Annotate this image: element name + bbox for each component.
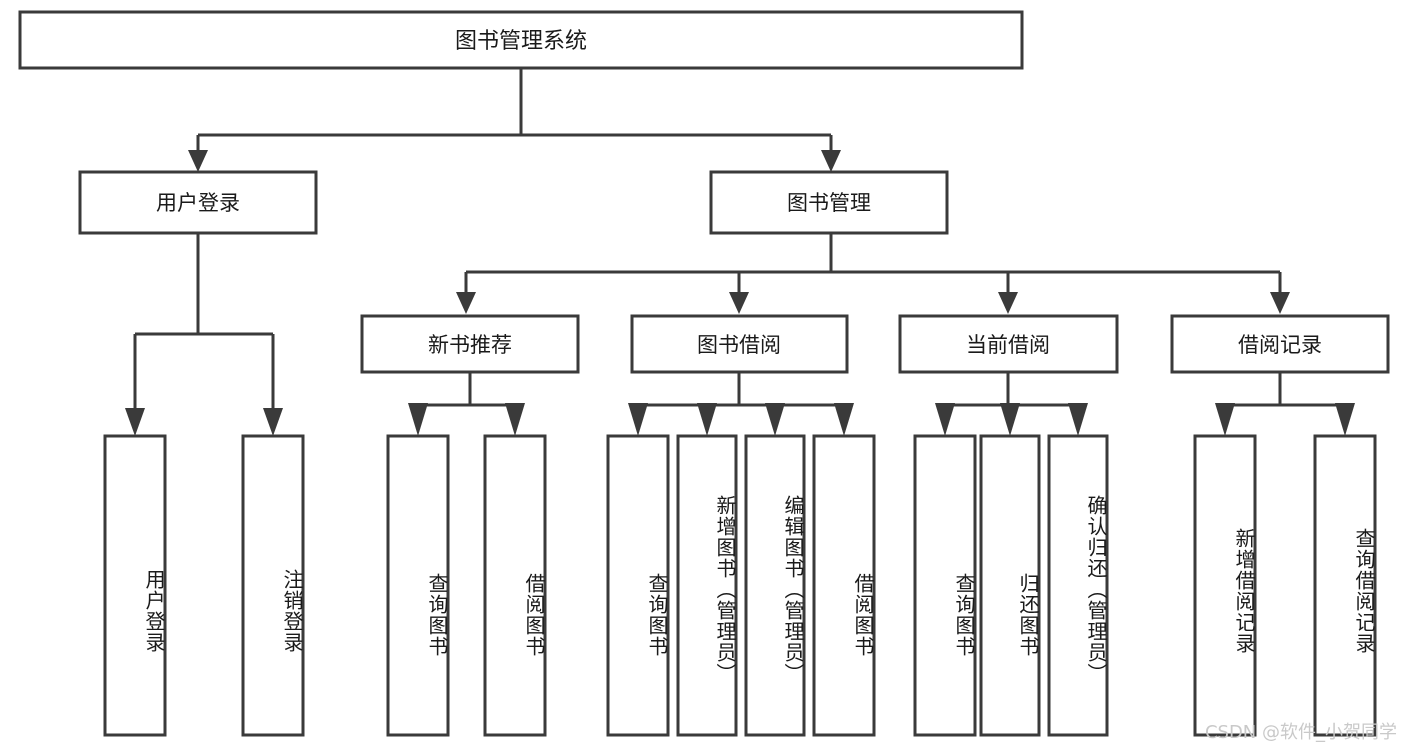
node-current-borrow[interactable]: [898, 314, 1119, 374]
node-book-borrow[interactable]: [630, 314, 849, 374]
node-new-book-recommend[interactable]: [360, 314, 580, 374]
node-leaf-edit-book[interactable]: [744, 434, 806, 737]
node-leaf-add-record[interactable]: [1193, 434, 1257, 737]
arrowhead-leaf-add-book: [697, 403, 717, 436]
watermark-text: CSDN @软件_小贺同学: [1204, 722, 1397, 743]
arrowhead-leaf-query-book-2: [628, 403, 648, 436]
node-leaf-borrow-book-1[interactable]: [483, 434, 547, 737]
node-leaf-query-book-1[interactable]: [386, 434, 450, 737]
arrowhead-leaf-user-logout: [263, 408, 283, 436]
node-leaf-add-book[interactable]: [676, 434, 738, 737]
node-user-login[interactable]: [78, 170, 318, 235]
arrowhead-leaf-return-book: [1000, 403, 1020, 436]
arrowhead-leaf-user-login: [125, 408, 145, 436]
arrowhead-leaf-add-record: [1215, 403, 1235, 436]
label-book-borrow: 图书借阅: [697, 333, 781, 357]
node-leaf-query-record[interactable]: [1313, 434, 1377, 737]
label-new-book-recommend: 新书推荐: [428, 333, 512, 357]
label-book-manage: 图书管理: [787, 191, 871, 215]
node-leaf-return-book[interactable]: [979, 434, 1041, 737]
arrowhead-leaf-edit-book: [765, 403, 785, 436]
node-borrow-record[interactable]: [1170, 314, 1390, 374]
arrowhead-leaf-query-book-3: [935, 403, 955, 436]
arrowhead-leaf-confirm-return: [1068, 403, 1088, 436]
arrowhead-user-login: [188, 150, 208, 172]
node-leaf-query-book-3[interactable]: [913, 434, 977, 737]
arrowhead-current-borrow: [998, 292, 1018, 314]
nodes-layer: [18, 10, 1390, 737]
horizontal-labels-layer: 图书管理系统 用户登录 图书管理 新书推荐 图书借阅 当前借阅 借阅记录: [156, 29, 1322, 357]
node-root[interactable]: [18, 10, 1024, 70]
arrowhead-book-manage: [821, 150, 841, 172]
node-leaf-borrow-book-2[interactable]: [812, 434, 876, 737]
arrowhead-borrow-record: [1270, 292, 1290, 314]
label-root: 图书管理系统: [455, 29, 587, 54]
node-book-manage[interactable]: [709, 170, 949, 235]
arrowhead-leaf-query-book-1: [408, 403, 428, 436]
arrowhead-book-borrow: [729, 292, 749, 314]
arrowheads-layer: [125, 150, 1355, 436]
node-leaf-query-book-2[interactable]: [606, 434, 670, 737]
node-leaf-confirm-return[interactable]: [1047, 434, 1109, 737]
arrowhead-leaf-borrow-book-1: [505, 403, 525, 436]
label-user-login: 用户登录: [156, 191, 240, 215]
arrowhead-new-book: [456, 292, 476, 314]
arrowhead-leaf-query-record: [1335, 403, 1355, 436]
node-leaf-user-logout[interactable]: [241, 434, 305, 737]
node-leaf-user-login[interactable]: [103, 434, 167, 737]
label-borrow-record: 借阅记录: [1238, 333, 1322, 357]
arrowhead-leaf-borrow-book-2: [834, 403, 854, 436]
label-current-borrow: 当前借阅: [966, 333, 1050, 357]
